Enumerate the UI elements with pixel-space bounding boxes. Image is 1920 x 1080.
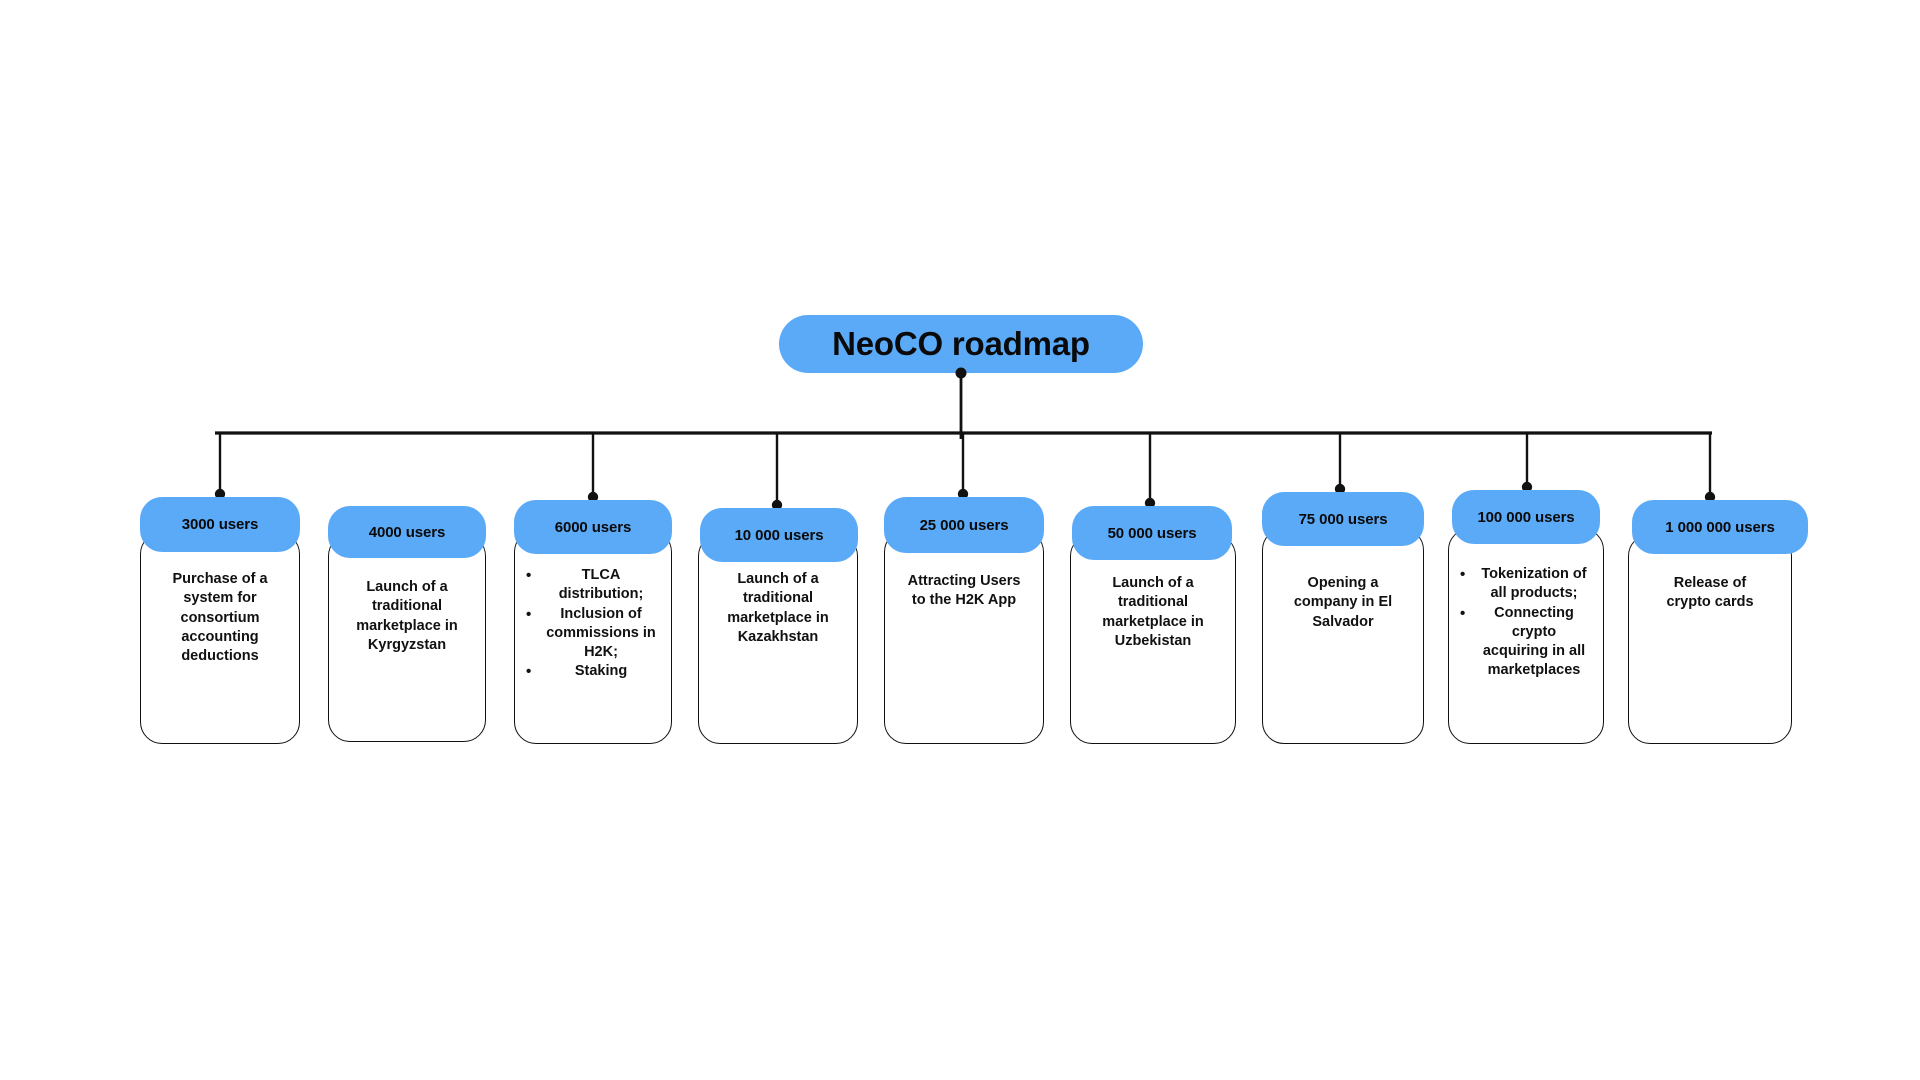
milestone-description-line: Launch of a [1112,575,1194,591]
milestone-pill-label: 4000 users [368,523,446,541]
milestone-description: Tokenization of all products;Connecting … [1460,565,1590,681]
milestone-bullet-item: Staking [526,662,658,682]
milestone-description-line: marketplace in [356,617,458,634]
milestone-description-line: Salvador [1312,613,1374,630]
milestone-description-line: Uzbekistan [1114,632,1192,649]
milestone-description-line: to the H2K App [911,592,1017,609]
root-node[interactable]: NeoCO roadmap [779,315,1143,373]
milestone-pill-label: 25 000 users [919,516,1009,534]
milestone-description-line: traditional [742,590,814,607]
milestone-bullet-item: Tokenization of all products; [1460,565,1590,604]
milestone-description-line: Release of [1673,575,1747,591]
milestone-description: Launch of a traditional marketplace in Uzbe… [1084,574,1222,651]
milestone-bullet-item: TLCA distribution; [526,566,658,605]
milestone-pill[interactable]: 50 000 users [1072,506,1232,560]
milestone-pill-label: 50 000 users [1107,524,1197,542]
milestone-description-line: accounting [181,628,259,645]
milestone-pill[interactable]: 10 000 users [700,508,858,562]
milestone-description-line: Attracting Users [907,573,1021,589]
milestone-pill-label: 1 000 000 users [1665,518,1775,536]
milestone-description: Purchase of a system for consortium account… [154,570,286,666]
milestone-card[interactable] [1628,534,1792,744]
milestone-description-line: Opening a [1307,575,1379,591]
milestone-connector-dot [214,488,226,500]
milestone-description-line: traditional [1117,594,1189,611]
milestone-description: Release of crypto cards [1642,574,1778,613]
milestone-connector-dot [1334,483,1346,495]
milestone-connector-dot [587,491,599,503]
milestone-pill-label: 10 000 users [734,526,824,544]
milestone-description: Opening a company in El Salvador [1276,574,1410,632]
milestone-pill-label: 100 000 users [1477,508,1575,526]
milestone-bullet-item: Inclusion of commissions in H2K; [526,605,658,663]
milestone-pill[interactable]: 3000 users [140,497,300,552]
milestone-card[interactable] [328,534,486,742]
milestone-pill-label: 6000 users [554,518,632,536]
milestone-card[interactable] [1262,528,1424,744]
milestone-description-line: company in El [1293,594,1393,611]
milestone-card[interactable] [698,534,858,744]
milestone-description-line: traditional [371,598,443,615]
milestone-pill[interactable]: 100 000 users [1452,490,1600,544]
milestone-bullet-item: Connecting crypto acquiring in all marke… [1460,604,1590,681]
milestone-pill[interactable]: 4000 users [328,506,486,558]
milestone-description: Attracting Users to the H2K App [898,572,1030,611]
milestone-description: TLCA distribution;Inclusion of commissio… [526,566,658,683]
milestone-description-line: marketplace in [727,609,829,626]
milestone-description: Launch of a traditional marketplace in Kyrg… [342,578,472,655]
milestone-connector-dot [1704,491,1716,503]
milestone-pill-label: 3000 users [181,516,259,533]
milestone-pill[interactable]: 75 000 users [1262,492,1424,546]
milestone-description-line: Purchase of a [172,571,268,587]
milestone-connector-dot [1521,481,1533,493]
milestone-description-line: Kazakhstan [737,628,819,645]
milestone-description-line: system for [183,590,257,607]
milestone-connector-dot [957,488,969,500]
milestone-bullet-list: TLCA distribution;Inclusion of commissio… [526,566,658,683]
milestone-card[interactable] [1070,534,1236,744]
milestone-bullet-list: Tokenization of all products;Connecting … [1460,565,1590,681]
milestone-description-line: Launch of a [737,571,819,587]
root-node-label: NeoCO roadmap [832,325,1090,362]
milestone-description-line: crypto cards [1666,594,1754,611]
milestone-card[interactable] [884,530,1044,744]
milestone-description-line: deductions [181,648,259,665]
milestone-card[interactable] [140,532,300,744]
milestone-connector-dot [771,499,783,511]
milestone-connector-dot [1144,497,1156,509]
milestone-description-line: Launch of a [366,579,448,595]
milestone-description-line: consortium [180,609,260,626]
milestone-pill-label: 75 000 users [1298,510,1388,528]
milestone-description-line: Kyrgyzstan [367,636,447,653]
milestone-pill[interactable]: 6000 users [514,500,672,554]
milestone-description-line: marketplace in [1102,613,1204,630]
milestone-description: Launch of a traditional marketplace in Kaza… [712,570,844,647]
milestone-pill[interactable]: 25 000 users [884,497,1044,553]
milestone-pill[interactable]: 1 000 000 users [1632,500,1808,554]
